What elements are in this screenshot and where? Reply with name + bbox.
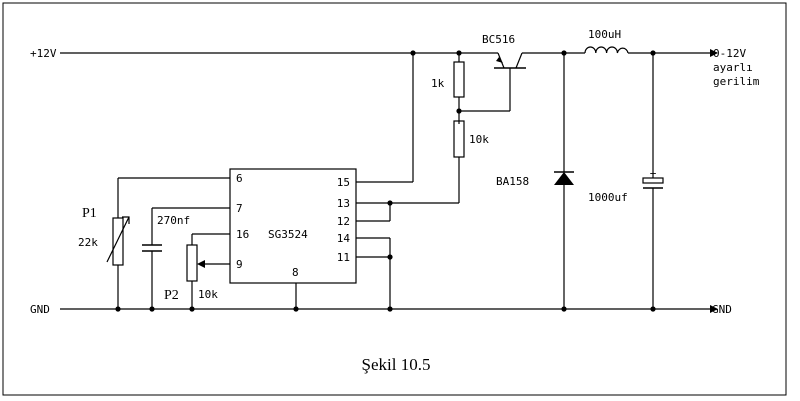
label-gnd-right: GND [712, 303, 732, 316]
junction-dot [387, 306, 393, 312]
r2-resistor [453, 120, 465, 158]
pin-13: 13 [337, 197, 350, 210]
cap-out-plate-top [642, 177, 664, 184]
p1-arrow-icon [122, 216, 130, 224]
junction-dot [293, 306, 299, 312]
junction-dot [149, 306, 155, 312]
label-cap-timing: 270nf [157, 214, 190, 227]
junction-dot [650, 306, 656, 312]
pin-9: 9 [236, 258, 243, 271]
inductor-coil [584, 46, 629, 54]
label-p1: P1 [82, 206, 97, 221]
junction-dot [387, 200, 393, 206]
junction-dot [387, 254, 393, 260]
label-ic: SG3524 [268, 228, 308, 241]
pin-11: 11 [337, 251, 350, 264]
p1-potentiometer [112, 217, 124, 266]
output-arrow-icon [710, 49, 718, 57]
junction-dot [189, 306, 195, 312]
junctions [115, 50, 656, 312]
junction-dot [561, 306, 567, 312]
label-gnd-left: GND [30, 303, 50, 316]
transistor-arrow-icon [496, 57, 503, 63]
diode-icon [554, 172, 574, 185]
label-transistor: BC516 [482, 33, 515, 46]
label-vin: +12V [30, 47, 57, 60]
pin-12: 12 [337, 215, 350, 228]
junction-dot [561, 50, 567, 56]
label-p2-value: 10k [198, 288, 218, 301]
junction-dot [650, 50, 656, 56]
ic-sg3524 [229, 168, 357, 284]
r1-resistor [453, 61, 465, 98]
p1-adjust-line [106, 216, 130, 263]
frame [2, 2, 787, 396]
junction-dot [115, 306, 121, 312]
label-output-2: ayarlı [713, 61, 753, 74]
label-r1: 1k [431, 77, 445, 90]
label-p2: P2 [164, 288, 179, 303]
junction-dot [456, 50, 462, 56]
figure-caption: Şekil 10.5 [362, 355, 431, 374]
label-p1-value: 22k [78, 236, 98, 249]
pin-15: 15 [337, 176, 350, 189]
gnd-arrow-icon [710, 305, 718, 313]
p2-wiper-arrow-icon [197, 260, 205, 268]
junction-dot [456, 108, 462, 114]
pin-6: 6 [236, 172, 243, 185]
cap-out-plus: + [650, 167, 657, 180]
pin-16: 16 [236, 228, 249, 241]
pin-14: 14 [337, 232, 351, 245]
transistor-collector [515, 52, 523, 69]
pin-7: 7 [236, 202, 243, 215]
label-output-1: 0-12V [713, 47, 746, 60]
label-inductor: 100uH [588, 28, 621, 41]
junction-dot [410, 50, 416, 56]
label-cap-out: 1000uf [588, 191, 628, 204]
p2-potentiometer [186, 244, 198, 282]
label-output-3: gerilim [713, 75, 760, 88]
label-r2: 10k [469, 133, 489, 146]
pin-8: 8 [292, 266, 299, 279]
label-diode: BA158 [496, 175, 529, 188]
